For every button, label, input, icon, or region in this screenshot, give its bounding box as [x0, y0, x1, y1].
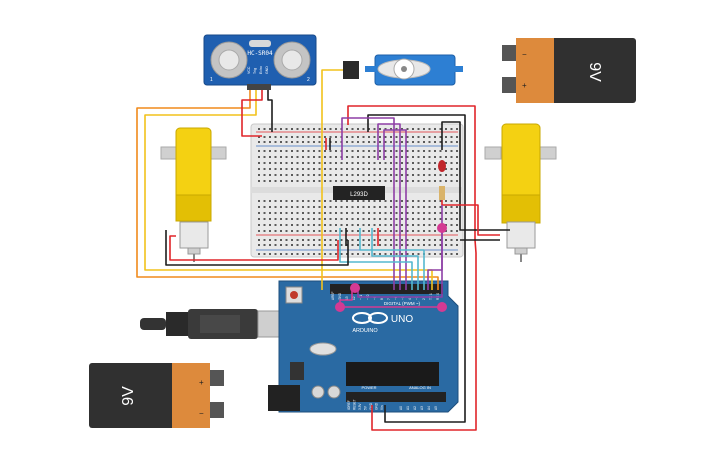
power-pin-label: Vin: [380, 405, 384, 410]
power-pin-label: 3.3V: [358, 403, 362, 410]
analog-pin-label: A0: [399, 406, 403, 410]
digital-pin-label: 12: [352, 296, 356, 300]
left-dc-motor[interactable]: [160, 127, 227, 262]
power-pin-label: 5V: [364, 405, 368, 410]
sensor-pin-echo: Echo: [259, 66, 263, 74]
battery-top-label: 9V: [586, 62, 603, 82]
wire-orange: [136, 90, 439, 290]
power-pin-label: GND: [375, 402, 379, 410]
sensor-pin-gnd: GND: [265, 66, 269, 74]
analog-pin-label: A3: [420, 406, 424, 410]
wire-yellow-servo: [321, 69, 343, 290]
wire-purple-2: [377, 123, 401, 290]
resistor[interactable]: [439, 186, 445, 200]
power-pin-label: RESET: [353, 399, 357, 410]
wire-purple-loop: [357, 228, 443, 298]
red-led[interactable]: [438, 160, 446, 172]
digital-pin-label: AREF: [331, 291, 335, 300]
usb-cable[interactable]: [140, 309, 281, 339]
sensor-num-left: 1: [210, 77, 213, 83]
digital-pin-label: 13: [345, 296, 349, 300]
wire-black-sensor: [267, 90, 273, 132]
battery-top-plus: +: [522, 81, 527, 90]
wires: [136, 69, 510, 431]
arduino-brand: ARDUINO: [352, 328, 378, 334]
right-dc-motor[interactable]: [484, 123, 557, 262]
l293d-label: L293D: [350, 192, 368, 198]
digital-pin-label: ~5: [401, 296, 405, 300]
l293d-driver[interactable]: L293D: [333, 186, 385, 200]
battery-top-minus: −: [522, 50, 527, 59]
wire-black-left-motor: [165, 230, 349, 266]
wire-red-top: [347, 105, 477, 431]
arduino-analog-label: ANALOG IN: [409, 385, 431, 390]
wire-black-top-2: [441, 121, 510, 231]
wire-teal-2: [371, 228, 419, 290]
analog-pin-label: A4: [427, 406, 431, 410]
ultrasonic-sensor[interactable]: HC-SR04 1 2 VCC Trig Echo GND: [203, 34, 317, 90]
sensor-pin-vcc: VCC: [247, 66, 251, 74]
arduino-power-label: POWER: [361, 385, 376, 390]
digital-pin-label: ~3: [415, 296, 419, 300]
power-pin-label: GND: [369, 402, 373, 410]
digital-pin-label: GND: [338, 292, 342, 300]
wire-teal-3: [359, 228, 425, 290]
analog-pin-label: A2: [413, 406, 417, 410]
wire-yellow-long: [144, 90, 433, 290]
wire-pink-loop: [339, 290, 442, 308]
digital-pin-label: 4: [408, 298, 412, 300]
digital-pin-label: 8: [380, 298, 384, 300]
battery-9v-top[interactable]: − + 9V: [502, 38, 636, 103]
wire-red-left-motor: [169, 235, 339, 261]
digital-pin-label: ~6: [394, 296, 398, 300]
breadboard-holes: [258, 128, 458, 255]
digital-pin-label: 2: [422, 298, 426, 300]
digital-pin-label: 7: [387, 298, 391, 300]
analog-pin-label: A5: [434, 406, 438, 410]
arduino-digital-label: DIGITAL (PWM ~): [384, 301, 421, 306]
power-pin-label: IOREF: [347, 400, 351, 410]
sensor-pin-trig: Trig: [253, 68, 257, 74]
sensor-num-right: 2: [307, 77, 310, 83]
wire-purple-3: [383, 129, 407, 290]
battery-bottom-minus: −: [199, 409, 204, 418]
wire-purple-1: [341, 117, 395, 290]
battery-9v-bottom[interactable]: + − 9V: [89, 363, 224, 428]
digital-pin-label: ~9: [373, 296, 377, 300]
wire-red-sensor: [241, 90, 263, 137]
junction-markers: [335, 223, 447, 312]
analog-pin-label: A1: [406, 406, 410, 410]
arduino-uno-board[interactable]: ARDUINO UNO DIGITAL (PWM ~) POWER ANALOG…: [268, 280, 459, 413]
sensor-label: HC-SR04: [247, 50, 273, 57]
arduino-model: UNO: [391, 314, 413, 325]
wire-red-right-motor: [441, 200, 500, 236]
battery-bottom-plus: +: [199, 378, 204, 387]
wire-teal-1: [339, 228, 413, 290]
servo-motor[interactable]: [343, 54, 463, 86]
battery-bottom-label: 9V: [120, 386, 137, 406]
